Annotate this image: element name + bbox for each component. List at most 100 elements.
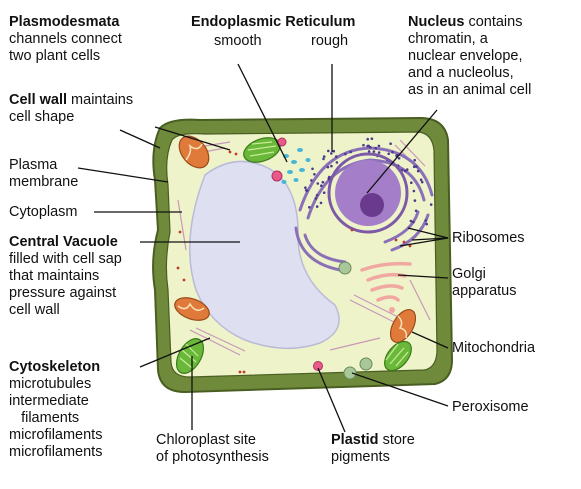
ribosome xyxy=(242,370,246,374)
ribosome xyxy=(414,209,418,213)
chloroplast-line: Chloroplast site xyxy=(156,432,256,448)
ribosome xyxy=(402,240,406,244)
label-er-smooth: smooth xyxy=(214,33,262,49)
cytoskeleton-line: microfilaments xyxy=(9,427,103,443)
leader-plasmodesmata xyxy=(154,126,231,151)
ribosome xyxy=(304,186,307,189)
ribosome xyxy=(335,155,338,158)
ribosome xyxy=(330,164,333,168)
ribosome xyxy=(410,181,413,184)
golgi-apparatus xyxy=(360,261,412,302)
nucleus-line: and a nucleolus, xyxy=(408,65,514,81)
label-nucleus: Nucleus contains chromatin, a nuclear en… xyxy=(408,14,531,99)
nucleus xyxy=(327,152,409,234)
ribosome xyxy=(362,143,365,147)
ribosome xyxy=(387,152,391,156)
ribosome xyxy=(405,168,409,171)
ribosome xyxy=(349,150,353,154)
plastid-title-rest: store xyxy=(378,432,415,448)
ribosome xyxy=(367,150,371,153)
ribosome xyxy=(311,167,314,171)
ribosome xyxy=(321,180,325,184)
ribosome xyxy=(377,144,381,148)
mitochondrion xyxy=(174,297,210,321)
ribosome xyxy=(322,191,326,194)
plasmodesmata-title: Plasmodesmata xyxy=(9,14,120,30)
leader-mitochondria xyxy=(411,331,449,349)
golgi-line: apparatus xyxy=(452,283,517,299)
leader-cell-wall xyxy=(119,129,161,149)
golgi-line: Golgi xyxy=(452,266,486,282)
plasmodesmata-line: channels connect xyxy=(9,31,122,47)
label-plasma-membrane: Plasma membrane xyxy=(9,157,78,191)
label-endoplasmic-reticulum: Endoplasmic Reticulum xyxy=(191,14,355,31)
central-vacuole-title: Central Vacuole xyxy=(9,234,118,250)
nucleus-title: Nucleus xyxy=(408,14,465,30)
central-vacuole-line: filled with cell sap xyxy=(9,251,122,267)
ribosome xyxy=(420,180,424,184)
plastid xyxy=(313,361,323,371)
ribosome xyxy=(350,228,354,232)
ribosome xyxy=(344,152,347,156)
ribosome xyxy=(389,142,392,145)
label-plastid: Plastid store pigments xyxy=(331,432,415,466)
mitochondrion xyxy=(178,135,210,169)
leader-smooth-er xyxy=(237,63,288,163)
ribosome xyxy=(413,199,417,202)
chloroplast xyxy=(243,137,281,163)
cytoskeleton-line: microtubules xyxy=(9,376,92,392)
ribosome xyxy=(310,179,313,182)
ribosome xyxy=(316,182,320,185)
ribosome xyxy=(424,219,428,222)
cell-wall-title: Cell wall xyxy=(9,92,68,108)
ribosome xyxy=(314,197,318,200)
er-title: Endoplasmic Reticulum xyxy=(191,14,356,30)
cell-wall-line: cell shape xyxy=(9,109,75,125)
plasmodesmata-line: two plant cells xyxy=(9,48,101,64)
ribosome xyxy=(394,238,398,242)
ribosome xyxy=(327,149,330,153)
ribosome xyxy=(228,150,232,154)
cytoskeleton-line: intermediate xyxy=(9,393,89,409)
chloroplast xyxy=(384,340,412,372)
ribosome xyxy=(425,222,429,226)
rough-endoplasmic-reticulum xyxy=(294,146,434,272)
label-golgi-apparatus: Golgi apparatus xyxy=(452,266,517,300)
ribosome xyxy=(412,220,415,224)
leader-golgi xyxy=(397,274,449,279)
leader-ribosomes-1 xyxy=(407,227,449,239)
plasma-membrane-line: Plasma xyxy=(9,157,58,173)
mitochondrion xyxy=(389,309,417,343)
ribosome xyxy=(409,219,413,223)
plasma-membrane-line: membrane xyxy=(9,174,79,190)
ribosome xyxy=(370,137,374,140)
chloroplast-line: of photosynthesis xyxy=(156,449,269,465)
ribosome xyxy=(320,184,323,187)
label-cell-wall: Cell wall maintains cell shape xyxy=(9,92,133,126)
cytoskeleton-line: filaments xyxy=(9,410,80,426)
leader-plasma-membrane xyxy=(77,167,169,183)
ribosome xyxy=(412,165,416,168)
nucleus-line: as in an animal cell xyxy=(408,82,532,98)
ribosome xyxy=(319,201,323,205)
ribosome xyxy=(374,147,378,150)
plastid-line: pigments xyxy=(331,449,390,465)
label-plasmodesmata: Plasmodesmata channels connect two plant… xyxy=(9,14,122,65)
ribosome xyxy=(404,169,407,173)
leader-lines xyxy=(77,63,449,433)
plastid-title: Plastid xyxy=(331,432,379,448)
leader-plastid xyxy=(317,367,346,433)
ribosome xyxy=(176,266,180,270)
ribosome xyxy=(391,150,394,154)
ribosome xyxy=(182,278,186,282)
ribosome xyxy=(377,151,381,154)
central-vacuole-line: that maintains xyxy=(9,268,100,284)
leader-peroxisome xyxy=(351,372,449,407)
ribosome xyxy=(330,152,333,155)
golgi-vesicle xyxy=(389,307,395,313)
label-cytoplasm: Cytoplasm xyxy=(9,204,78,220)
plastid xyxy=(271,170,283,182)
ribosome xyxy=(234,152,238,156)
ribosome xyxy=(304,189,308,192)
